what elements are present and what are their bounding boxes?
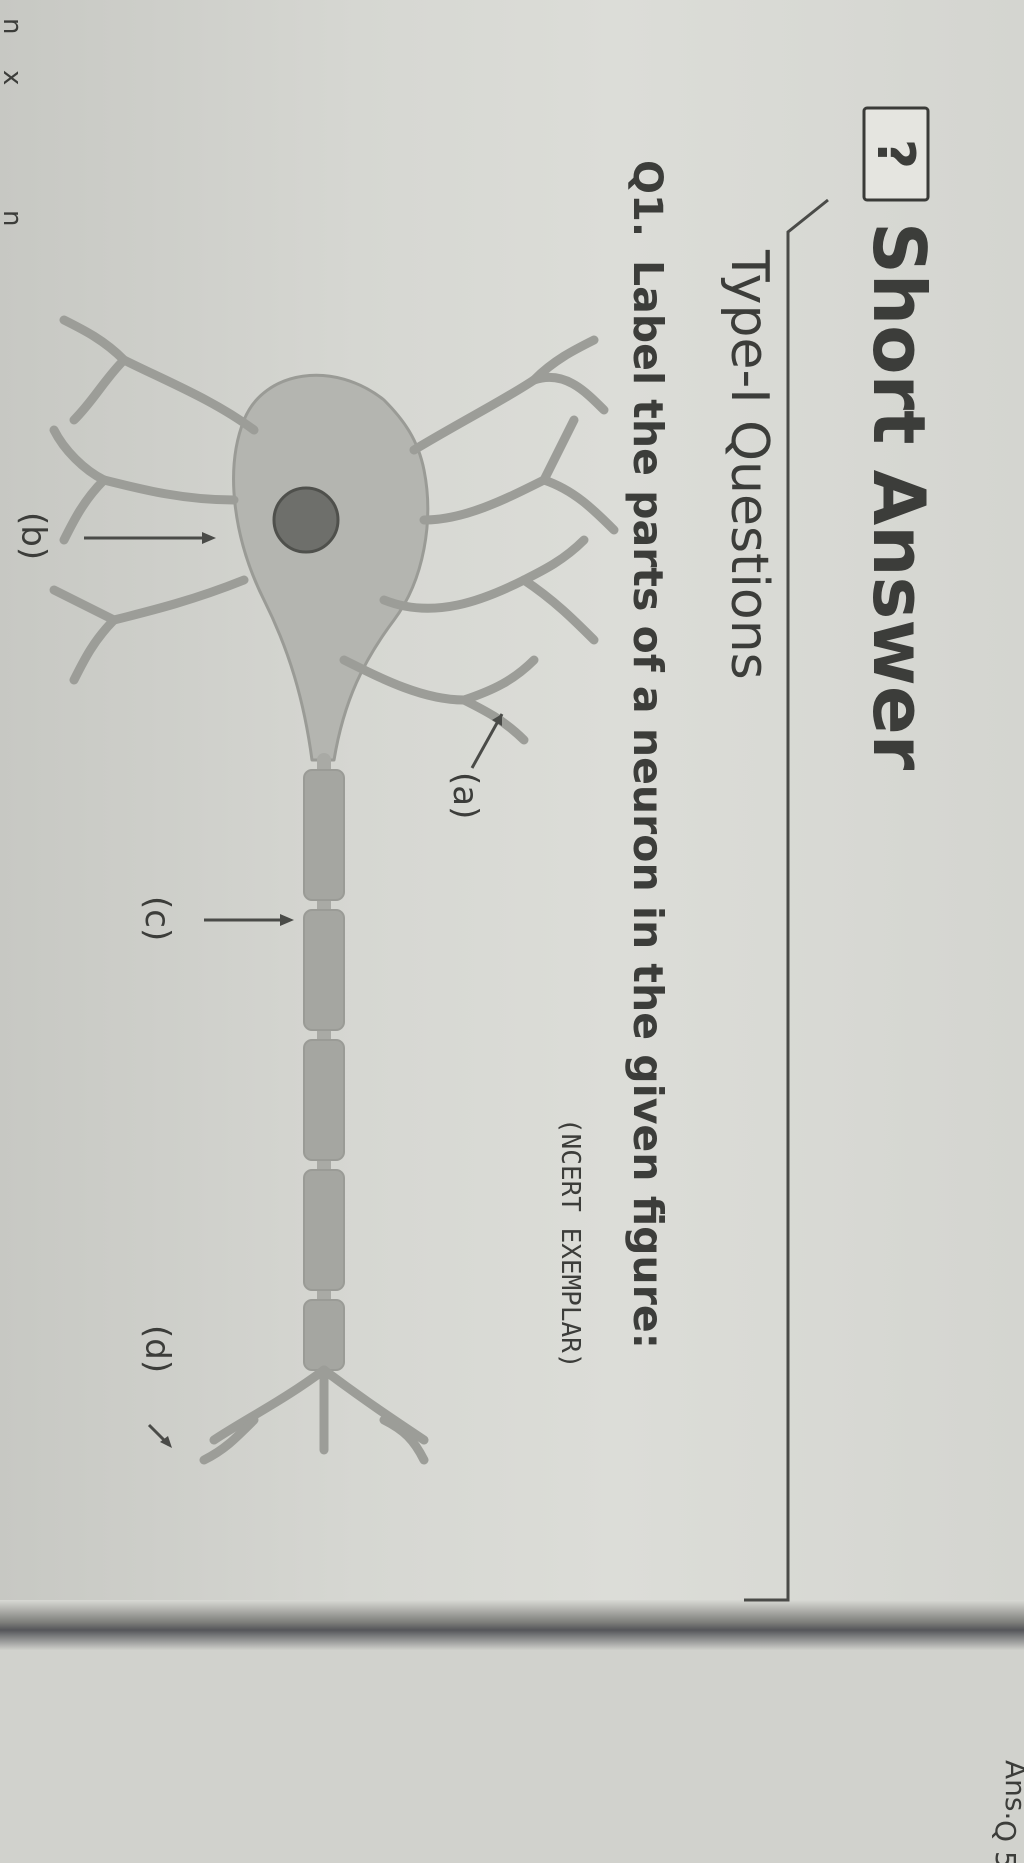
label-d: (d) xyxy=(137,1325,177,1373)
section-title: Short Answer xyxy=(857,222,941,771)
question-number: Q1. xyxy=(624,160,670,237)
edge-mark-1: n xyxy=(0,18,27,34)
question-mark-icon: ? xyxy=(865,139,925,169)
section-subtitle: Type-I Questions xyxy=(719,249,779,680)
question-source: (NCERT EXEMPLAR) xyxy=(555,1118,585,1368)
next-page xyxy=(0,1650,1024,1863)
question-text: Label the parts of a neuron in the given… xyxy=(624,260,672,1349)
next-page-question-fragment: Q 5. xyxy=(989,1820,1022,1863)
label-b: (b) xyxy=(13,512,53,560)
next-page-ans-fragment: Ans. xyxy=(999,1760,1024,1820)
label-a: (a) xyxy=(445,772,485,819)
edge-mark-3: n xyxy=(0,210,27,226)
section-icon: ? xyxy=(862,106,930,202)
myelin-sheath xyxy=(303,769,345,1371)
nucleus xyxy=(272,486,340,554)
neuron-diagram xyxy=(49,315,619,1465)
figure-annotations: (a) (b) (c) (d) xyxy=(13,512,504,1448)
book-gutter xyxy=(0,1600,1024,1650)
subtitle-bracket xyxy=(744,198,829,1602)
label-c: (c) xyxy=(137,896,177,941)
edge-mark-2: x xyxy=(0,70,27,85)
